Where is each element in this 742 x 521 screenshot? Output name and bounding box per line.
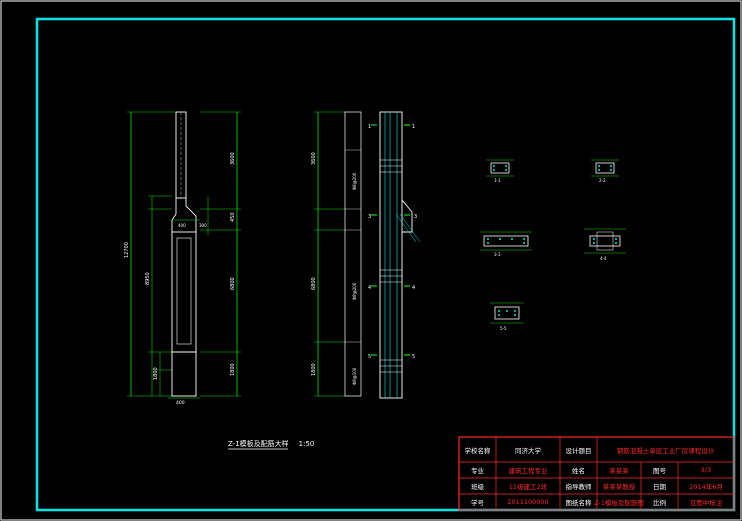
title-block-grid — [458, 436, 735, 511]
cross-section-1-1: 1-1 — [486, 159, 514, 183]
svg-text:4: 4 — [412, 285, 415, 291]
class-label: 班级 — [471, 483, 484, 491]
svg-text:2-2: 2-2 — [599, 178, 606, 183]
svg-text:1: 1 — [368, 124, 371, 130]
svg-text:Φ8@100: Φ8@100 — [352, 367, 357, 385]
svg-text:450: 450 — [230, 212, 236, 222]
ratio-value: 见图中标注 — [689, 499, 723, 507]
caption-title: Z-1模板及配筋大样 — [228, 440, 289, 448]
drawing-name-label: 图纸名称 — [565, 499, 592, 507]
svg-text:4: 4 — [368, 285, 371, 291]
svg-text:400: 400 — [178, 223, 186, 228]
inner-frame — [35, 17, 736, 512]
school-name: 同济大学 — [515, 446, 541, 455]
cross-section-4-4: 4-4 — [584, 228, 626, 261]
svg-text:3: 3 — [368, 214, 371, 220]
sheet-value: 3/3 — [700, 466, 712, 474]
svg-text:1-1: 1-1 — [494, 178, 501, 183]
svg-text:5: 5 — [368, 354, 371, 360]
cross-section-2-2: 2-2 — [591, 159, 619, 183]
ratio-label: 比例 — [653, 499, 666, 507]
svg-text:1800: 1800 — [153, 367, 159, 380]
date-label: 日期 — [653, 483, 666, 491]
caption-scale: 1:50 — [298, 440, 315, 448]
svg-text:Φ8@200: Φ8@200 — [352, 172, 357, 190]
svg-text:3: 3 — [414, 214, 417, 220]
cross-section-3-3: 3-3 — [480, 231, 532, 257]
svg-text:1800: 1800 — [230, 363, 236, 376]
svg-text:1: 1 — [412, 124, 415, 130]
supervisor-value: 某某某教授 — [602, 483, 636, 491]
major-value: 建筑工程专业 — [508, 467, 548, 475]
student-no-label: 学号 — [471, 499, 484, 507]
svg-text:6800: 6800 — [230, 277, 236, 290]
drawing-caption: Z-1模板及配筋大样 1:50 — [228, 439, 314, 449]
svg-text:1800: 1800 — [311, 363, 317, 376]
name-value: 某某某 — [609, 467, 629, 475]
class-value: 11级建工2班 — [508, 483, 548, 491]
svg-text:3600: 3600 — [311, 152, 317, 165]
svg-text:12700: 12700 — [124, 242, 130, 258]
svg-text:3-3: 3-3 — [494, 252, 501, 257]
school-label: 学校名称 — [464, 446, 491, 455]
sheet-label: 图号 — [653, 467, 666, 475]
svg-text:4-4: 4-4 — [600, 256, 607, 261]
svg-text:3600: 3600 — [230, 152, 236, 165]
cross-section-5-5: 5-5 — [490, 302, 524, 331]
svg-text:300: 300 — [199, 223, 207, 228]
student-no-value: 2011100000 — [507, 498, 549, 506]
design-title-label: 设计题目 — [565, 446, 592, 455]
svg-text:400: 400 — [176, 400, 185, 406]
design-title: 钢筋混凝土单层工业厂房课程设计 — [616, 446, 715, 455]
svg-text:5: 5 — [412, 354, 415, 360]
column-reinforcement-elevation: 1 1 3 3 4 4 5 5 3600 6800 1800 Φ8@200 Φ8… — [311, 111, 421, 399]
svg-text:5-5: 5-5 — [500, 326, 507, 331]
svg-text:8950: 8950 — [145, 272, 151, 285]
column-template-elevation: 12700 8950 1800 3600 6800 1800 450 400 4… — [124, 111, 241, 406]
svg-text:6800: 6800 — [311, 277, 317, 290]
major-label: 专业 — [471, 467, 484, 475]
name-label: 姓名 — [572, 467, 585, 475]
supervisor-label: 指导教师 — [565, 483, 592, 491]
date-value: 2014年6月 — [689, 483, 723, 491]
drawing-name-value: Z-1模板及配筋图 — [594, 499, 644, 507]
svg-text:Φ8@200: Φ8@200 — [352, 282, 357, 300]
title-block: 学校名称 同济大学 设计题目 钢筋混凝土单层工业厂房课程设计 专业 建筑工程专业… — [459, 437, 734, 510]
